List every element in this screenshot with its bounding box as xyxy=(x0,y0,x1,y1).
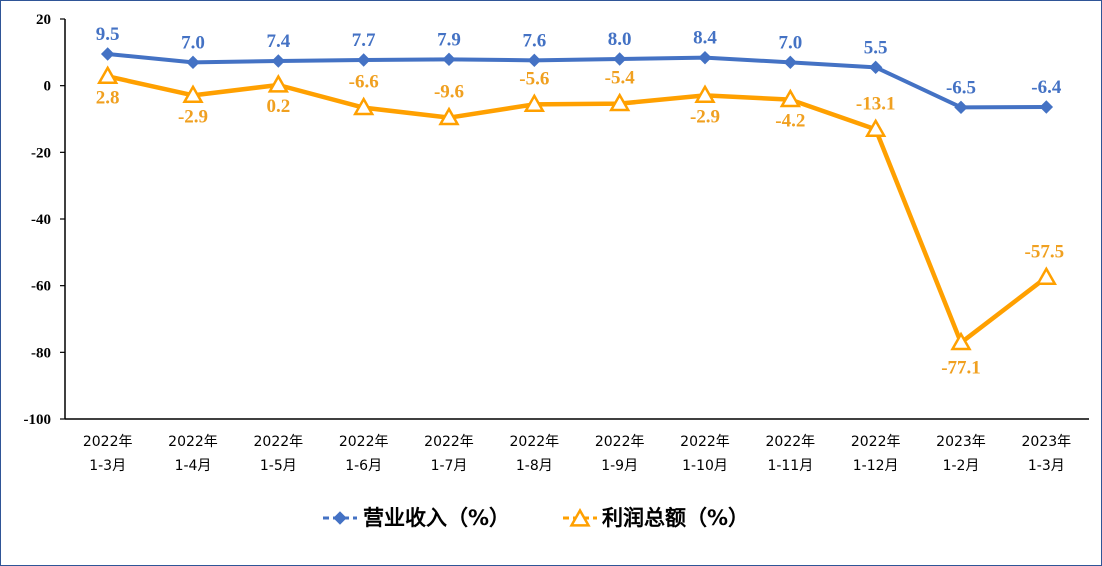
profit-data-label: -5.6 xyxy=(519,68,549,89)
profit-point xyxy=(694,84,716,103)
revenue-point xyxy=(356,53,371,67)
revenue-point xyxy=(186,55,200,70)
x-tick-label-year: 2022年 xyxy=(510,434,560,450)
x-tick-label-period: 1-9月 xyxy=(601,458,638,474)
revenue-data-label: 7.9 xyxy=(437,29,461,50)
y-tick-label: 20 xyxy=(36,12,51,28)
profit-data-label: -13.1 xyxy=(856,93,896,114)
profit-point xyxy=(779,88,801,108)
x-tick-label-year: 2022年 xyxy=(851,434,901,450)
x-tick-label-year: 2023年 xyxy=(936,434,986,450)
profit-point xyxy=(267,73,289,93)
profit-data-label: -2.9 xyxy=(178,106,208,127)
x-tick-label-year: 2022年 xyxy=(424,434,474,450)
revenue-point xyxy=(1039,100,1054,114)
profit-series-line xyxy=(107,74,1048,345)
x-tick-label-year: 2022年 xyxy=(680,434,730,450)
revenue-data-label: -6.4 xyxy=(1031,77,1062,98)
y-tick-label: -20 xyxy=(31,145,51,161)
revenue-data-label: -6.5 xyxy=(946,77,976,98)
revenue-data-label: 8.0 xyxy=(608,29,632,50)
revenue-point xyxy=(271,54,286,68)
profit-data-label: -6.6 xyxy=(349,72,379,93)
revenue-point xyxy=(100,47,115,61)
revenue-data-label: 9.5 xyxy=(96,24,120,45)
y-tick-label: -40 xyxy=(31,212,51,228)
profit-data-label: -4.2 xyxy=(775,111,805,132)
revenue-data-label: 7.6 xyxy=(522,30,546,51)
profit-data-label: -5.4 xyxy=(605,68,636,89)
revenue-data-label: 8.4 xyxy=(693,28,717,49)
revenue-data-label: 7.0 xyxy=(181,32,205,53)
profit-data-label: -9.6 xyxy=(434,82,464,103)
x-tick-label-year: 2022年 xyxy=(83,434,133,450)
x-tick-label-period: 1-10月 xyxy=(682,458,728,474)
profit-point xyxy=(950,331,972,351)
profit-point xyxy=(865,118,887,137)
profit-data-label: -57.5 xyxy=(1025,241,1065,262)
legend-revenue-marker xyxy=(333,511,347,525)
profit-data-label: 2.8 xyxy=(96,87,120,108)
revenue-point xyxy=(698,50,712,65)
profit-point xyxy=(182,84,204,103)
revenue-data-label: 7.7 xyxy=(352,30,376,51)
profit-point xyxy=(438,106,460,126)
revenue-point xyxy=(612,52,627,66)
profit-point xyxy=(609,92,631,112)
x-tick-label-period: 1-3月 xyxy=(1028,458,1065,474)
revenue-point xyxy=(442,52,456,67)
x-tick-label-period: 1-8月 xyxy=(516,458,553,474)
profit-data-label: -2.9 xyxy=(690,106,720,127)
x-tick-label-period: 1-3月 xyxy=(89,458,126,474)
revenue-series-line xyxy=(107,52,1047,110)
x-tick-label-period: 1-11月 xyxy=(767,458,813,474)
legend-profit-label: 利润总额（%） xyxy=(602,506,749,530)
profit-point xyxy=(1035,266,1057,285)
legend-profit-marker xyxy=(569,507,591,527)
x-tick-label-year: 2022年 xyxy=(766,434,816,450)
x-tick-label-period: 1-12月 xyxy=(853,458,899,474)
y-tick-label: -60 xyxy=(31,279,51,295)
revenue-point xyxy=(527,53,542,68)
y-tick-label: -80 xyxy=(31,345,51,361)
revenue-data-label: 7.0 xyxy=(778,32,802,53)
revenue-data-label: 7.4 xyxy=(266,31,290,52)
profit-data-label: 0.2 xyxy=(266,96,290,117)
revenue-point xyxy=(954,100,968,115)
legend-revenue-label: 营业收入（%） xyxy=(363,506,510,530)
x-tick-label-year: 2023年 xyxy=(1022,434,1072,450)
profit-point xyxy=(353,96,375,116)
revenue-data-label: 5.5 xyxy=(864,37,888,58)
profit-data-label: -77.1 xyxy=(941,358,981,379)
x-tick-label-period: 1-5月 xyxy=(260,458,297,474)
x-tick-label-period: 1-2月 xyxy=(943,458,980,474)
profit-point xyxy=(523,93,545,112)
x-tick-label-year: 2022年 xyxy=(595,434,645,450)
x-tick-label-period: 1-6月 xyxy=(345,458,382,474)
y-tick-label: -100 xyxy=(24,412,52,428)
x-tick-label-year: 2022年 xyxy=(339,434,389,450)
revenue-point xyxy=(783,55,798,70)
x-tick-label-period: 1-7月 xyxy=(431,458,468,474)
x-tick-label-year: 2022年 xyxy=(168,434,218,450)
y-tick-label: 0 xyxy=(44,79,52,95)
revenue-point xyxy=(868,60,883,75)
x-tick-label-period: 1-4月 xyxy=(175,458,212,474)
x-tick-label-year: 2022年 xyxy=(254,434,304,450)
profit-point xyxy=(97,65,119,84)
